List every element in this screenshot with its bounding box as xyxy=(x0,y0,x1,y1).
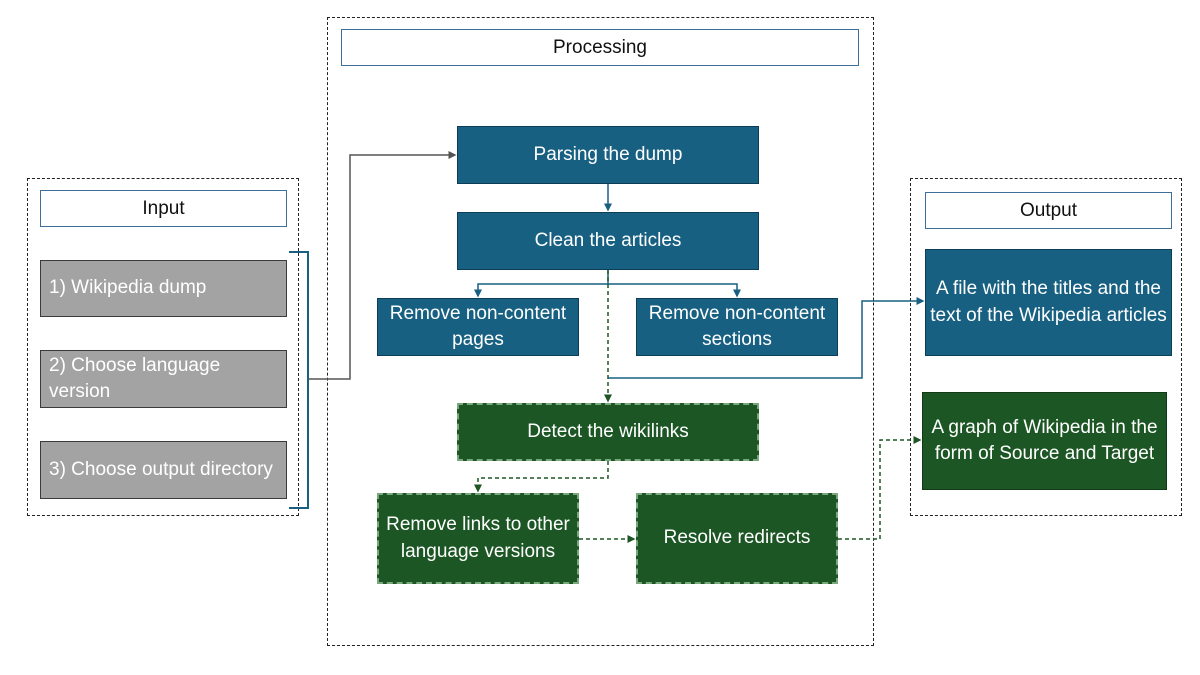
output-graph-node: A graph of Wikipedia in the form of Sour… xyxy=(922,392,1167,490)
detect-wikilinks-node: Detect the wikilinks xyxy=(457,403,759,461)
processing-header: Processing xyxy=(341,29,859,66)
output-text-file-node: A file with the titles and the text of t… xyxy=(925,249,1172,356)
remove-non-content-sections-node: Remove non-content sections xyxy=(636,298,838,356)
input-wikipedia-dump: 1) Wikipedia dump xyxy=(40,260,287,317)
input-choose-output-directory: 3) Choose output directory xyxy=(40,441,287,499)
resolve-redirects-node: Resolve redirects xyxy=(636,493,838,584)
clean-articles-node: Clean the articles xyxy=(457,212,759,270)
parse-dump-node: Parsing the dump xyxy=(457,126,759,184)
remove-links-language-node: Remove links to other language versions xyxy=(377,493,579,584)
input-choose-language: 2) Choose language version xyxy=(40,350,287,408)
output-header: Output xyxy=(925,192,1172,229)
remove-non-content-pages-node: Remove non-content pages xyxy=(377,298,579,356)
input-header: Input xyxy=(40,190,287,227)
